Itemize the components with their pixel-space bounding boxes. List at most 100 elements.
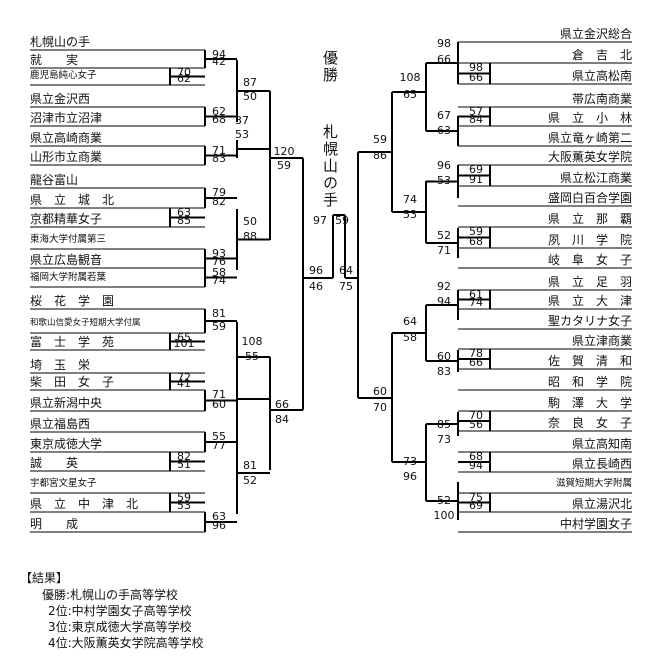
score: 71 bbox=[212, 144, 226, 157]
score: 52 bbox=[437, 229, 451, 242]
score: 88 bbox=[243, 230, 257, 243]
team-left: 県 立 城 北 bbox=[30, 193, 115, 207]
score: 92 bbox=[437, 280, 451, 293]
champion-name: 札幌山の手 bbox=[321, 124, 339, 209]
team-right: 県 立 足 羽 bbox=[547, 275, 632, 289]
team-left: 沼津市立沼津 bbox=[30, 111, 103, 125]
score: 83 bbox=[212, 152, 226, 165]
team-right: 盛岡白百合学園 bbox=[547, 191, 632, 205]
score: 78 bbox=[469, 347, 483, 360]
score: 63 bbox=[177, 206, 191, 219]
team-right: 大阪薫英女学院 bbox=[547, 150, 632, 164]
team-right: 県立松江商業 bbox=[559, 171, 632, 185]
score: 63 bbox=[212, 510, 226, 523]
score: 73 bbox=[403, 455, 417, 468]
score: 53 bbox=[437, 174, 451, 187]
score: 94 bbox=[437, 295, 451, 308]
score: 52 bbox=[437, 494, 451, 507]
score: 56 bbox=[469, 418, 483, 431]
score: 55 bbox=[212, 430, 226, 443]
score: 74 bbox=[212, 274, 226, 287]
team-right: 岐 阜 女 子 bbox=[547, 253, 632, 267]
champion-label: 優勝 bbox=[321, 50, 339, 84]
score: 63 bbox=[437, 124, 451, 137]
team-left: 県 立 中 津 北 bbox=[30, 497, 139, 511]
score: 94 bbox=[469, 459, 483, 472]
score: 98 bbox=[469, 61, 483, 74]
team-right: 県立高知南 bbox=[571, 437, 632, 451]
score: 96 bbox=[403, 470, 417, 483]
score: 76 bbox=[212, 255, 226, 268]
score: 96 bbox=[309, 264, 323, 277]
score: 71 bbox=[212, 388, 226, 401]
score: 87 bbox=[243, 76, 257, 89]
score: 100 bbox=[433, 509, 455, 522]
team-right: 帯広南商業 bbox=[571, 92, 632, 106]
score: 52 bbox=[243, 474, 257, 487]
team-left: 県立金沢西 bbox=[30, 92, 91, 106]
team-right: 昭 和 学 院 bbox=[547, 375, 632, 389]
score: 91 bbox=[469, 173, 483, 186]
team-left: 明 成 bbox=[30, 517, 79, 531]
score: 108 bbox=[399, 71, 421, 84]
results-title: 【結果】 bbox=[20, 571, 69, 585]
team-right: 県立湯沢北 bbox=[571, 497, 632, 511]
score: 70 bbox=[469, 409, 483, 422]
team-left: 県立福島西 bbox=[30, 417, 91, 431]
team-left: 宇都宮文星女子 bbox=[30, 478, 97, 489]
result-line: 2位:中村学園女子高等学校 bbox=[48, 604, 192, 618]
score: 66 bbox=[437, 53, 451, 66]
team-left: 富 士 学 苑 bbox=[30, 335, 115, 349]
team-right: 倉 吉 北 bbox=[571, 48, 632, 62]
score: 70 bbox=[373, 401, 387, 414]
score: 59 bbox=[469, 225, 483, 238]
team-right: 夙 川 学 院 bbox=[547, 233, 632, 247]
score: 68 bbox=[469, 235, 483, 248]
result-line: 3位:東京成徳大学高等学校 bbox=[48, 620, 192, 634]
score: 84 bbox=[275, 413, 289, 426]
score: 59 bbox=[212, 320, 226, 333]
score: 69 bbox=[469, 163, 483, 176]
score: 53 bbox=[235, 128, 249, 141]
score: 37 bbox=[235, 114, 249, 127]
score: 53 bbox=[177, 499, 191, 512]
score: 64 bbox=[339, 264, 353, 277]
team-right: 奈 良 女 子 bbox=[547, 416, 632, 430]
team-left: 柴 田 女 子 bbox=[30, 375, 115, 389]
team-right: 県 立 小 林 bbox=[547, 111, 632, 125]
score: 70 bbox=[177, 66, 191, 79]
score: 67 bbox=[437, 109, 451, 122]
team-right: 県立長崎西 bbox=[571, 457, 632, 471]
score: 72 bbox=[177, 371, 191, 384]
score: 59 bbox=[373, 133, 387, 146]
score: 75 bbox=[339, 280, 353, 293]
score: 108 bbox=[241, 335, 263, 348]
score: 96 bbox=[212, 519, 226, 532]
score: 62 bbox=[177, 72, 191, 85]
team-right: 県立津商業 bbox=[571, 334, 632, 348]
score: 55 bbox=[245, 350, 259, 363]
team-left: 県立新潟中央 bbox=[30, 396, 103, 410]
score: 84 bbox=[469, 113, 483, 126]
score: 93 bbox=[212, 247, 226, 260]
score: 68 bbox=[469, 450, 483, 463]
score: 69 bbox=[469, 499, 483, 512]
team-left: 県立広島観音 bbox=[30, 253, 103, 267]
score: 85 bbox=[177, 214, 191, 227]
team-left: 東海大学付属第三 bbox=[30, 234, 107, 245]
score: 94 bbox=[212, 48, 226, 61]
score: 98 bbox=[437, 37, 451, 50]
result-line: 4位:大阪薫英女学院高等学校 bbox=[48, 636, 204, 650]
score: 81 bbox=[212, 307, 226, 320]
score: 82 bbox=[177, 450, 191, 463]
score: 59 bbox=[177, 491, 191, 504]
score: 74 bbox=[403, 193, 417, 206]
team-left: 鹿児島純心女子 bbox=[30, 70, 97, 81]
score: 66 bbox=[469, 356, 483, 369]
score: 46 bbox=[309, 280, 323, 293]
team-right: 駒 澤 大 学 bbox=[547, 396, 632, 410]
score: 58 bbox=[212, 266, 226, 279]
score: 66 bbox=[275, 398, 289, 411]
score: 66 bbox=[469, 71, 483, 84]
